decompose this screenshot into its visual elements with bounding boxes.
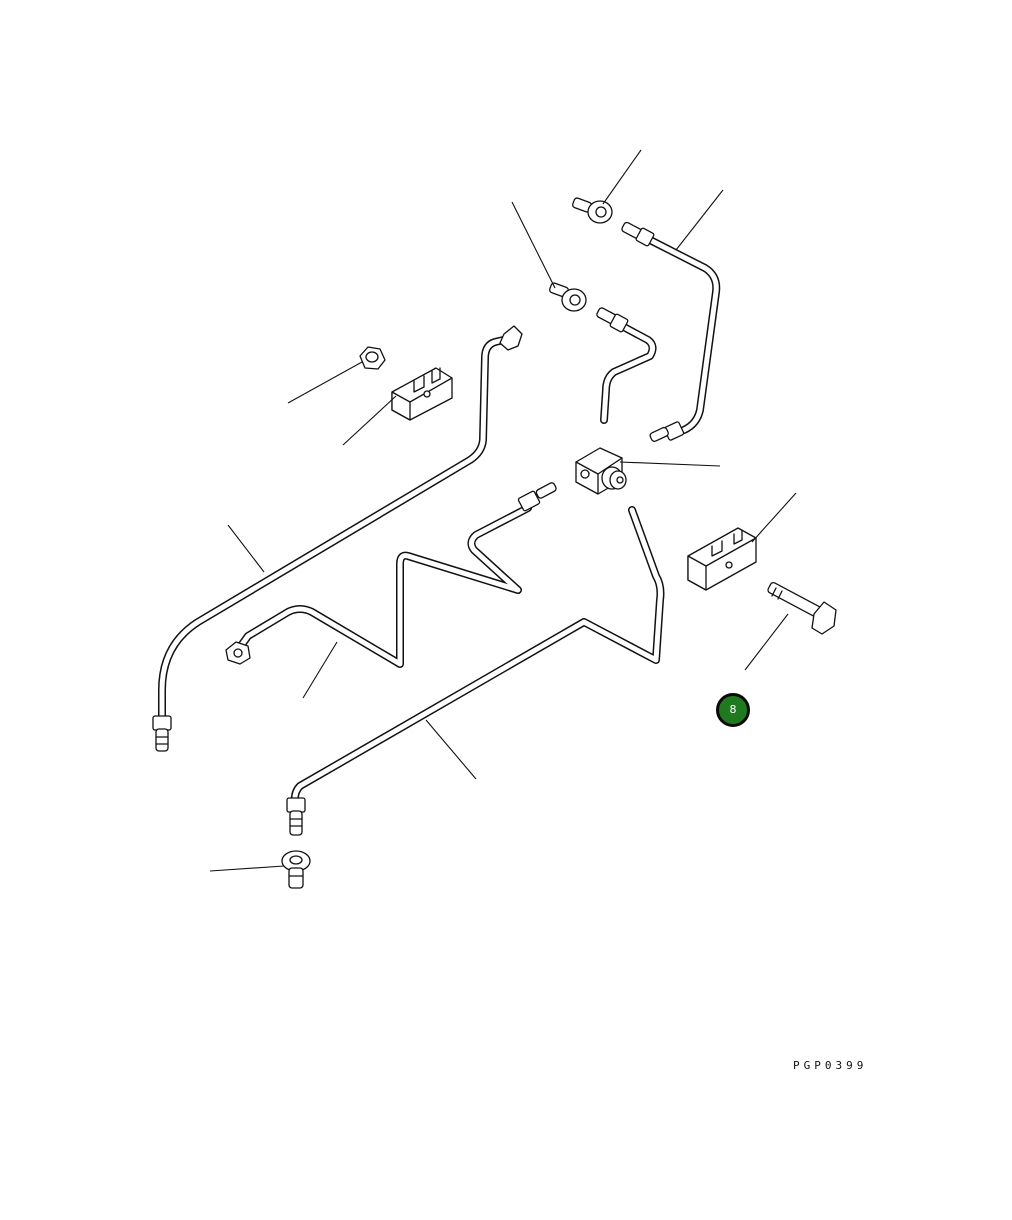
callout-hotspot-badge[interactable]: 8 [716,693,750,727]
block-joint[interactable] [575,447,627,495]
leader-lines [209,149,797,872]
drawing-code-label: PGP0399 [793,1059,868,1072]
fuel-pipe-left-long[interactable] [152,325,523,752]
eye-bolt-top[interactable] [572,197,613,224]
nut-left[interactable] [359,346,386,370]
fuel-pipe-zigzag[interactable] [225,482,557,668]
hex-bolt[interactable] [767,581,837,635]
callout-hotspot-label: 8 [729,703,737,716]
fuel-pipe-lower[interactable] [286,506,665,836]
fuel-pipe-upper-middle[interactable] [596,307,657,424]
clamp-left[interactable] [391,367,453,421]
fuel-pipe-upper-right[interactable] [621,221,721,442]
eye-bolt-bottom[interactable] [281,850,311,889]
clamp-right[interactable] [687,527,757,591]
